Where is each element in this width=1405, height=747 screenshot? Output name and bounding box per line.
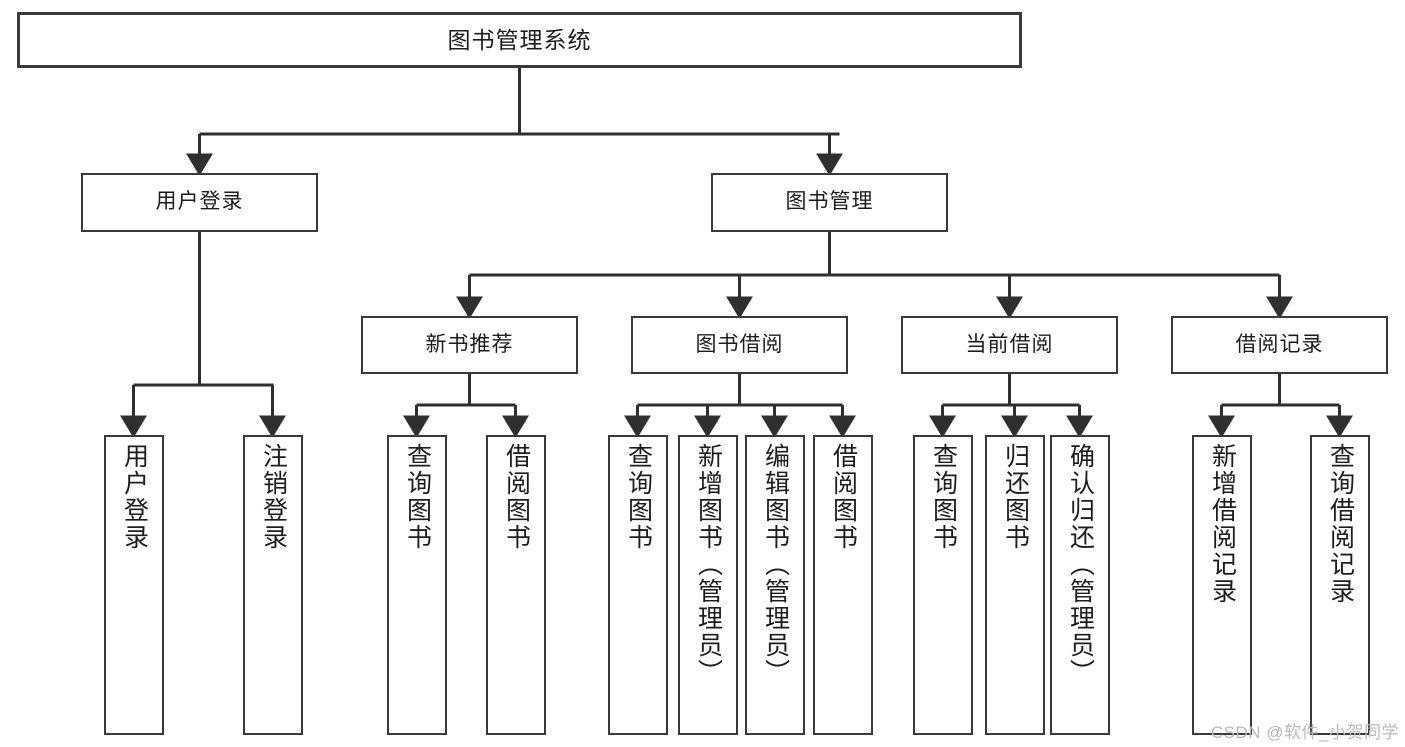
node-leaf-user-logout[interactable]: 注销登录 [243, 435, 303, 735]
node-leaf-rec-query-record-label: 查询借阅记录 [1326, 443, 1355, 605]
node-leaf-cur-return-book[interactable]: 归还图书 [985, 435, 1045, 735]
node-leaf-rec-borrow-book-label: 借阅图书 [502, 443, 531, 551]
node-borrow-record[interactable]: 借阅记录 [1171, 316, 1388, 374]
node-new-book-rec[interactable]: 新书推荐 [361, 316, 578, 374]
node-book-manage-label: 图书管理 [785, 190, 874, 214]
node-user-login[interactable]: 用户登录 [81, 173, 318, 232]
node-leaf-cur-confirm-return[interactable]: 确认归还（管理员） [1050, 435, 1110, 735]
node-leaf-rec-query-record[interactable]: 查询借阅记录 [1310, 435, 1370, 735]
node-user-login-label: 用户登录 [155, 190, 244, 214]
node-root[interactable]: 图书管理系统 [17, 12, 1022, 68]
node-current-borrow[interactable]: 当前借阅 [901, 316, 1118, 374]
node-leaf-borrow-edit-book[interactable]: 编辑图书（管理员） [745, 435, 805, 735]
node-leaf-cur-confirm-return-label: 确认归还（管理员） [1066, 443, 1095, 686]
node-leaf-rec-borrow-book[interactable]: 借阅图书 [486, 435, 546, 735]
node-leaf-borrow-query-book[interactable]: 查询图书 [608, 435, 668, 735]
node-leaf-rec-add-record[interactable]: 新增借阅记录 [1192, 435, 1252, 735]
node-leaf-rec-query-book-label: 查询图书 [403, 443, 432, 551]
node-book-borrow-label: 图书借阅 [695, 332, 784, 356]
node-leaf-borrow-lend-book[interactable]: 借阅图书 [813, 435, 873, 735]
node-current-borrow-label: 当前借阅 [965, 332, 1054, 356]
node-leaf-borrow-add-book[interactable]: 新增图书（管理员） [678, 435, 738, 735]
node-leaf-cur-query-book-label: 查询图书 [929, 443, 958, 551]
node-leaf-cur-return-book-label: 归还图书 [1001, 443, 1030, 551]
node-leaf-rec-query-book[interactable]: 查询图书 [387, 435, 447, 735]
node-leaf-borrow-lend-book-label: 借阅图书 [829, 443, 858, 551]
node-book-borrow[interactable]: 图书借阅 [631, 316, 848, 374]
node-leaf-user-login[interactable]: 用户登录 [104, 435, 164, 735]
node-leaf-user-login-label: 用户登录 [120, 443, 149, 551]
node-book-manage[interactable]: 图书管理 [711, 173, 948, 232]
node-new-book-rec-label: 新书推荐 [425, 332, 514, 356]
node-borrow-record-label: 借阅记录 [1235, 332, 1324, 356]
node-root-label: 图书管理系统 [447, 26, 592, 53]
node-leaf-rec-add-record-label: 新增借阅记录 [1208, 443, 1237, 605]
node-leaf-borrow-query-book-label: 查询图书 [624, 443, 653, 551]
node-leaf-borrow-edit-book-label: 编辑图书（管理员） [761, 443, 790, 686]
node-leaf-borrow-add-book-label: 新增图书（管理员） [694, 443, 723, 686]
node-leaf-cur-query-book[interactable]: 查询图书 [913, 435, 973, 735]
node-leaf-user-logout-label: 注销登录 [259, 443, 288, 551]
